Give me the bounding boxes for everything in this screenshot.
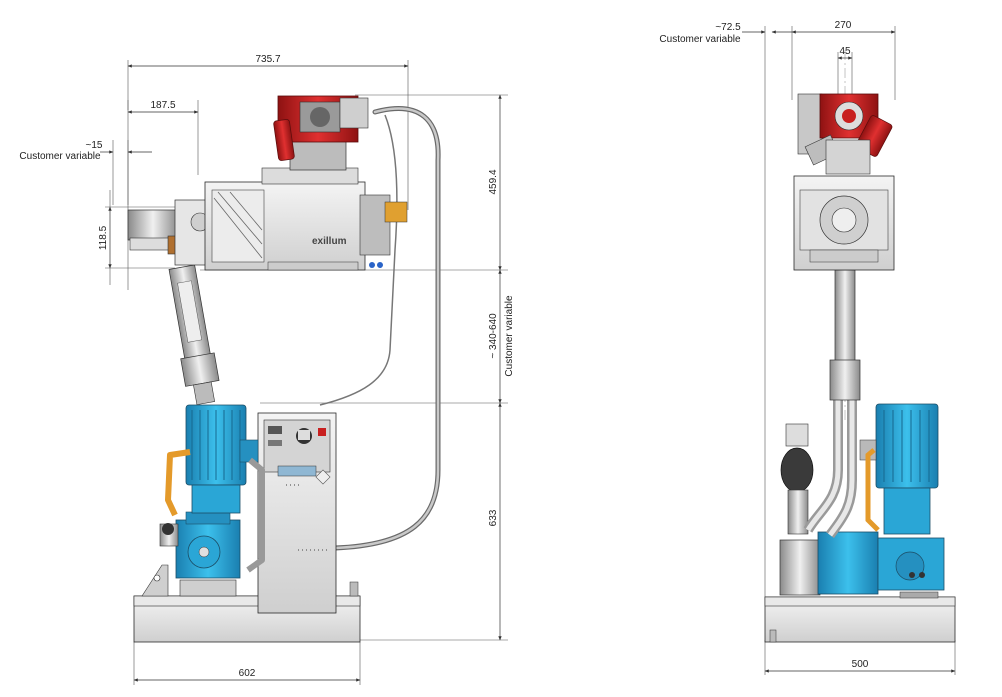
left-dimensions: 735.7 187.5 ~15 Customer variable 118.5 …: [19, 54, 515, 682]
orange-pipe: [165, 449, 191, 517]
dim-adjustable-height: ~ 340-640: [488, 313, 499, 359]
dim-customer-offset-note: Customer variable: [19, 151, 101, 162]
right-orange-pipe: [865, 448, 880, 532]
right-dimensions: ~72.5 Customer variable 270 45 500: [659, 20, 956, 673]
accumulator: [780, 423, 814, 535]
steel-pipe: [246, 457, 265, 573]
control-cabinet: [257, 412, 337, 614]
right-base-frame: [764, 596, 956, 643]
telescopic-arm: [168, 264, 220, 406]
right-pump: [779, 531, 945, 599]
right-laser-head: [797, 93, 893, 175]
dim-base-width: 602: [239, 668, 256, 679]
dim-arm-height: 118.5: [98, 225, 109, 250]
dim-right-head-width: 270: [835, 20, 852, 31]
dim-adjustable-note: Customer variable: [504, 295, 515, 377]
right-motor: [859, 403, 939, 535]
pump-motor: [185, 404, 259, 514]
right-view: ~72.5 Customer variable 270 45 500: [659, 20, 956, 675]
dim-right-center-width: 45: [839, 46, 851, 57]
dim-right-base-width: 500: [852, 659, 869, 670]
right-column: [829, 243, 861, 401]
dim-lower-height: 633: [488, 509, 499, 526]
dim-arm-offset: 187.5: [150, 100, 175, 111]
right-head-housing: [793, 175, 895, 271]
dim-right-customer-offset-note: Customer variable: [659, 34, 741, 45]
dim-overall-width-top: 735.7: [255, 54, 280, 65]
dim-head-height: 459.4: [488, 169, 499, 194]
dim-right-customer-offset: ~72.5: [715, 22, 741, 33]
head-housing: exillum: [204, 181, 408, 271]
dim-customer-offset: ~15: [86, 140, 103, 151]
pump-body: [159, 511, 241, 597]
left-view: exillum 735.7 187.5 ~15 Customer vari: [19, 54, 515, 685]
cable-inner: [319, 114, 398, 406]
laser-head: [261, 95, 369, 185]
brand-label: exillum: [312, 236, 347, 247]
